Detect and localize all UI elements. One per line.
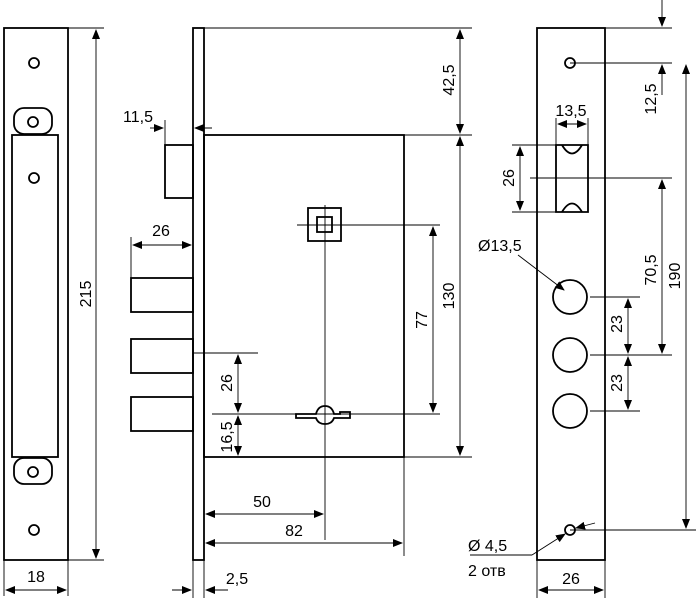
front-plate-recess <box>11 134 59 458</box>
dim-strike-latch-width: 13,5 <box>555 103 586 120</box>
dim-hole-pitch-1: 23 <box>609 315 626 333</box>
lock-body-view: 11,5 26 26 16,5 42,5 130 77 50 82 <box>123 27 472 598</box>
screw-hole-icon <box>27 116 39 128</box>
dim-backset: 50 <box>253 494 271 511</box>
dim-screw-hole: Ø 4,5 <box>468 538 507 555</box>
dead-bolt-3 <box>130 396 194 432</box>
dim-strike-span: 190 <box>667 263 684 290</box>
spindle-square <box>316 216 333 233</box>
bolt-hole-2 <box>552 337 588 373</box>
screw-hole-icon <box>27 466 39 478</box>
dim-strike-width: 26 <box>562 571 580 588</box>
strike-latch-opening <box>555 144 589 213</box>
dim-strike-top: 12,5 <box>643 83 660 114</box>
dead-bolt-1 <box>130 277 194 313</box>
dim-top-offset: 42,5 <box>441 64 458 95</box>
dim-hole-diameter: Ø13,5 <box>478 238 522 255</box>
screw-hole-icon <box>28 524 40 536</box>
latch-bolt <box>164 144 194 199</box>
dead-bolt-2 <box>130 338 194 374</box>
bolt-hole-1 <box>552 279 588 315</box>
lock-body-case <box>203 134 405 458</box>
front-plate-outline <box>3 27 69 561</box>
bolt-hole-3 <box>552 393 588 429</box>
dim-body-depth: 82 <box>285 523 303 540</box>
dim-key-above-bolt: 26 <box>219 374 236 392</box>
dim-body-height: 130 <box>441 283 458 310</box>
dim-spindle-to-key: 77 <box>414 311 431 329</box>
dim-screw-count: 2 отв <box>468 563 506 580</box>
strike-plate-outline <box>536 27 606 561</box>
keyhole-icon <box>295 405 351 425</box>
dim-latch-width: 11,5 <box>123 109 153 126</box>
dim-plate-thickness: 2,5 <box>226 571 248 588</box>
dim-bolt-depth: 26 <box>152 223 170 240</box>
dim-key-to-bottom: 16,5 <box>219 421 236 452</box>
screw-hole-icon <box>28 172 40 184</box>
lock-faceplate <box>192 27 205 561</box>
dim-hole-pitch-2: 23 <box>609 374 626 392</box>
dim-strike-latch-height: 26 <box>501 169 518 187</box>
front-plate-view: 215 18 <box>3 27 104 596</box>
strike-plate-view: 12,5 190 13,5 26 70,5 23 23 Ø13,5 <box>468 0 696 598</box>
spindle-hub <box>307 207 342 242</box>
latch-slot <box>13 107 53 135</box>
latch-slot <box>13 457 53 485</box>
dim-front-plate-height: 215 <box>78 281 95 308</box>
dim-latch-to-hole: 70,5 <box>643 254 660 285</box>
dim-front-plate-width: 18 <box>27 569 45 586</box>
screw-hole-icon <box>28 57 40 69</box>
